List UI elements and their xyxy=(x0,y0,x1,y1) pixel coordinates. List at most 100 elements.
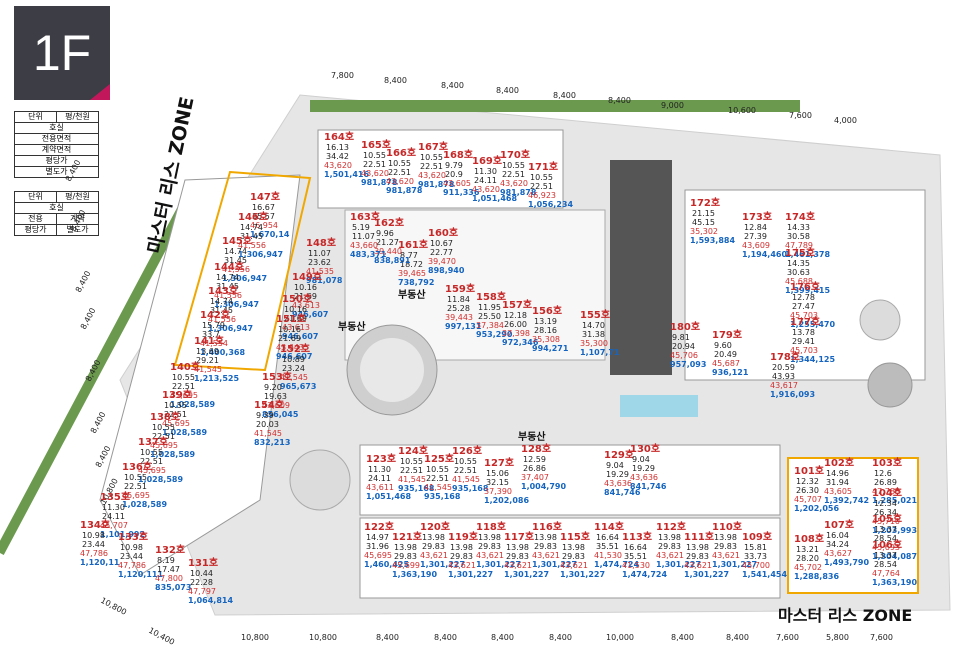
unit-separate-price: 972,346 xyxy=(502,338,539,347)
green-strip-left xyxy=(0,197,192,555)
unit-number: 136호 xyxy=(122,460,152,473)
unit-price-per-pyeong: 46,954 xyxy=(250,221,278,230)
unit-exclusive-area: 10.55 xyxy=(164,401,187,410)
unit-price-per-pyeong: 41,545 xyxy=(194,365,222,374)
unit-price-per-pyeong: 41,556 xyxy=(222,265,250,274)
unit-number: 108호 xyxy=(794,532,824,545)
unit-separate-price: 981,878 xyxy=(418,180,455,189)
unit-number: 144호 xyxy=(214,260,244,273)
unit-separate-price: 832,213 xyxy=(254,438,290,447)
unit-exclusive-area: 12.6 xyxy=(874,469,892,478)
unit-separate-price: 1,363,190 xyxy=(872,578,917,587)
unit-price-per-pyeong: 39,440 xyxy=(374,247,402,256)
unit-exclusive-area: 14.70 xyxy=(582,321,605,330)
unit-number: 148호 xyxy=(306,236,336,249)
unit-separate-price: 946,607 xyxy=(276,352,312,361)
unit-price-per-pyeong: 43,620 xyxy=(418,171,446,180)
unit-price-per-pyeong: 45,688 xyxy=(785,277,813,286)
unit-price-per-pyeong: 37,398 xyxy=(502,329,530,338)
unit-separate-price: 483,371 xyxy=(350,250,387,259)
fountain-left xyxy=(289,449,351,511)
unit-price-per-pyeong: 41,545 xyxy=(254,429,282,438)
unit-price-per-pyeong: 41,530 xyxy=(594,551,622,560)
unit-contract-area: 26.34 xyxy=(874,508,897,517)
unit-price-per-pyeong: 43,621 xyxy=(476,551,504,560)
unit-exclusive-area: 11.95 xyxy=(478,303,501,312)
unit-price-per-pyeong: 43,613 xyxy=(282,323,310,332)
unit-separate-price: 856,045 xyxy=(262,410,299,419)
unit-price-per-pyeong: 43,609 xyxy=(262,401,290,410)
unit-number: 153호 xyxy=(262,370,292,383)
unit-separate-price: 1,392,742 xyxy=(824,496,869,505)
unit-contract-area: 35.57 xyxy=(252,212,275,221)
unit-number: 103호 xyxy=(872,456,902,469)
unit-separate-price: 1,028,589 xyxy=(138,475,183,484)
unit-number: 173호 xyxy=(742,210,772,223)
unit-contract-area: 30.63 xyxy=(787,268,810,277)
unit-price-per-pyeong: 43,636 xyxy=(604,479,632,488)
unit-contract-area: 22.51 xyxy=(454,466,477,475)
unit-exclusive-area: 11.30 xyxy=(368,465,391,474)
unit-contract-area: 29.83 xyxy=(534,542,557,551)
unit-contract-area: 20.49 xyxy=(714,350,737,359)
unit-price-per-pyeong: 43,660 xyxy=(350,241,378,250)
unit-exclusive-area: 16.64 xyxy=(624,543,647,552)
unit-price-per-pyeong: 47,800 xyxy=(155,574,183,583)
unit-separate-price: 1,501,416 xyxy=(324,170,369,179)
unit-contract-area: 17.47 xyxy=(157,565,180,574)
unit-separate-price: 1,400,368 xyxy=(200,348,245,357)
bottom-dimension: 7,600 xyxy=(870,633,893,642)
unit-contract-area: 22.51 xyxy=(502,170,525,179)
unit-number: 159호 xyxy=(445,282,475,295)
unit-number: 138호 xyxy=(150,410,180,423)
label-real-estate: 부동산 xyxy=(518,430,546,443)
unit-number: 115호 xyxy=(560,530,590,543)
unit-number: 165호 xyxy=(361,138,391,151)
unit-number: 171호 xyxy=(528,160,558,173)
unit-exclusive-area: 13.19 xyxy=(534,317,557,326)
unit-contract-area: 27.47 xyxy=(792,302,815,311)
unit-number: 166호 xyxy=(386,146,416,159)
unit-price-per-pyeong: 45,707 xyxy=(794,495,822,504)
unit-price-per-pyeong: 43,627 xyxy=(824,549,852,558)
unit-contract-area: 43.93 xyxy=(772,372,795,381)
corridor xyxy=(610,160,672,375)
unit-number: 164호 xyxy=(324,130,354,143)
unit-contract-area: 29.21 xyxy=(196,356,219,365)
unit-exclusive-area: 10.16 xyxy=(284,305,307,314)
unit-contract-area: 23.62 xyxy=(308,258,331,267)
block-bottom-upper xyxy=(359,444,781,516)
unit-separate-price: 935,168 xyxy=(452,484,489,493)
unit-price-per-pyeong: 35,308 xyxy=(532,335,560,344)
unit-price-per-pyeong: 41,556 xyxy=(214,291,242,300)
unit-contract-area: 22.51 xyxy=(363,160,386,169)
unit-price-per-pyeong: 43,620 xyxy=(500,179,528,188)
master-lease-left xyxy=(173,170,312,372)
unit-contract-area: 26.89 xyxy=(874,478,897,487)
unit-exclusive-area: 8.19 xyxy=(157,556,175,565)
unit-exclusive-area: 9.96 xyxy=(376,229,394,238)
unit-exclusive-area: 9.04 xyxy=(606,461,624,470)
unit-number: 110호 xyxy=(712,520,742,533)
unit-exclusive-area: 13.98 xyxy=(422,533,445,542)
unit-contract-area: 20.9 xyxy=(445,170,463,179)
unit-price-per-pyeong: 43,617 xyxy=(770,381,798,390)
unit-price-per-pyeong: 43,620 xyxy=(324,161,352,170)
unit-contract-area: 35.51 xyxy=(624,552,647,561)
unit-number: 106호 xyxy=(872,538,902,551)
unit-contract-area: 30.58 xyxy=(787,232,810,241)
unit-exclusive-area: 12.78 xyxy=(792,293,815,302)
unit-separate-price: 1,301,227 xyxy=(476,560,521,569)
unit-separate-price: 1,064,814 xyxy=(188,596,233,605)
unit-number: 131호 xyxy=(188,556,218,569)
unit-number: 133호 xyxy=(118,530,148,543)
unit-price-per-pyeong: 43,605 xyxy=(824,487,852,496)
unit-number: 109호 xyxy=(742,530,772,543)
unit-exclusive-area: 10.55 xyxy=(140,448,163,457)
unit-contract-area: 22.51 xyxy=(172,382,195,391)
block-right xyxy=(684,189,926,381)
unit-number: 178호 xyxy=(770,350,800,363)
unit-number: 114호 xyxy=(594,520,624,533)
unit-exclusive-area: 12.34 xyxy=(874,499,897,508)
